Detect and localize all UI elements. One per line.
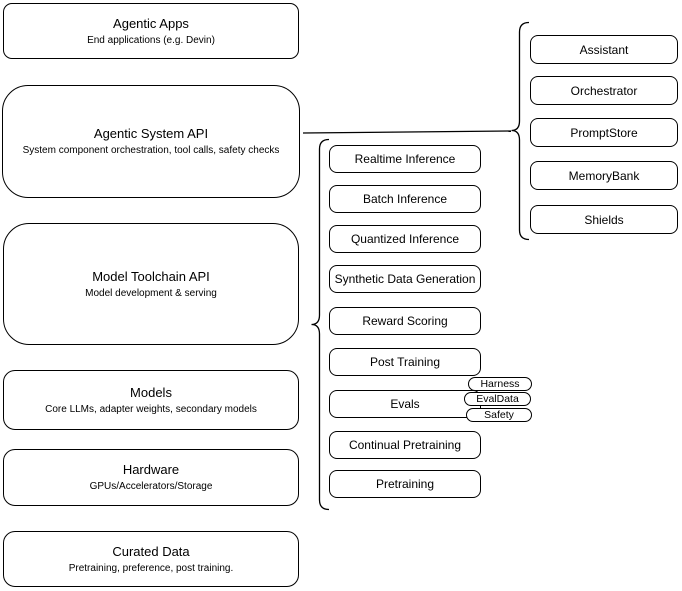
evals-tag-harness: Harness bbox=[468, 377, 532, 391]
system-brace bbox=[511, 21, 530, 241]
box-curated-data: Curated Data Pretraining, preference, po… bbox=[3, 531, 299, 587]
box-subtitle: GPUs/Accelerators/Storage bbox=[89, 481, 213, 492]
toolchain-item-realtime-inference: Realtime Inference bbox=[329, 145, 481, 173]
box-hardware: Hardware GPUs/Accelerators/Storage bbox=[3, 449, 299, 506]
system-component-memorybank: MemoryBank bbox=[530, 161, 678, 190]
box-title: Curated Data bbox=[112, 543, 190, 559]
box-agentic-system-api: Agentic System API System component orch… bbox=[2, 85, 300, 198]
system-component-orchestrator: Orchestrator bbox=[530, 76, 678, 105]
box-subtitle: Core LLMs, adapter weights, secondary mo… bbox=[45, 403, 257, 415]
toolchain-item-batch-inference: Batch Inference bbox=[329, 185, 481, 213]
box-subtitle: Model development & serving bbox=[85, 287, 217, 299]
box-title: Agentic Apps bbox=[113, 15, 189, 31]
box-model-toolchain-api: Model Toolchain API Model development & … bbox=[3, 223, 299, 345]
box-subtitle: End applications (e.g. Devin) bbox=[87, 34, 215, 46]
toolchain-item-quantized-inference: Quantized Inference bbox=[329, 225, 481, 253]
evals-tag-evaldata: EvalData bbox=[464, 392, 531, 406]
box-title: Agentic System API bbox=[93, 126, 209, 141]
toolchain-item-continual-pretraining: Continual Pretraining bbox=[329, 431, 481, 459]
box-agentic-apps: Agentic Apps End applications (e.g. Devi… bbox=[3, 3, 299, 59]
toolchain-brace bbox=[311, 138, 330, 511]
toolchain-item-pretraining: Pretraining bbox=[329, 470, 481, 498]
toolchain-item-synthetic-data-generation: Synthetic Data Generation bbox=[329, 265, 481, 293]
box-title: Models bbox=[130, 384, 172, 400]
box-subtitle: Pretraining, preference, post training. bbox=[68, 562, 234, 574]
system-component-promptstore: PromptStore bbox=[530, 118, 678, 147]
system-component-assistant: Assistant bbox=[530, 35, 678, 64]
toolchain-item-post-training: Post Training bbox=[329, 348, 481, 376]
evals-tag-safety: Safety bbox=[466, 408, 532, 422]
box-title: Model Toolchain API bbox=[92, 268, 210, 284]
toolchain-item-evals: Evals bbox=[329, 390, 481, 418]
api-connector-line bbox=[302, 130, 512, 134]
system-component-shields: Shields bbox=[530, 205, 678, 234]
box-title: Hardware bbox=[122, 462, 180, 477]
toolchain-item-reward-scoring: Reward Scoring bbox=[329, 307, 481, 335]
box-models: Models Core LLMs, adapter weights, secon… bbox=[3, 370, 299, 430]
box-subtitle: System component orchestration, tool cal… bbox=[22, 145, 280, 156]
